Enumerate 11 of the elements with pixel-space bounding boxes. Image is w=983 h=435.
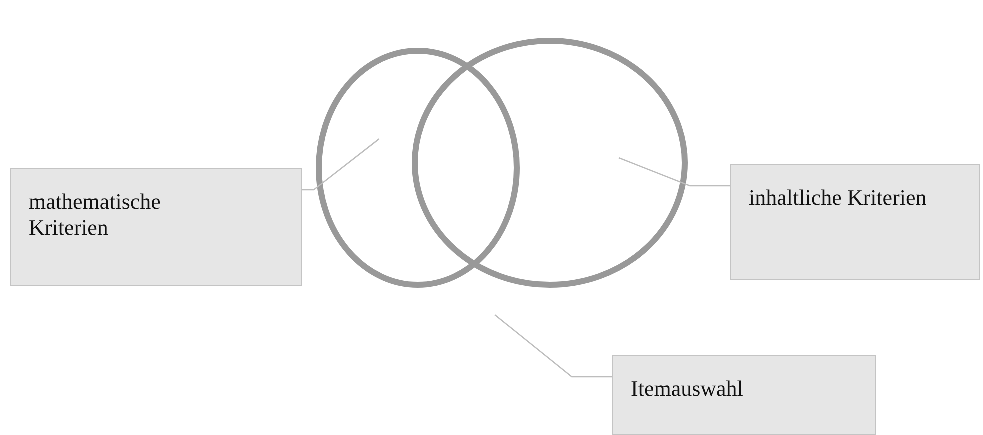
label-box <box>730 164 980 280</box>
leader-line <box>494 314 612 378</box>
label-text: inhaltliche Kriterien <box>749 185 928 212</box>
leader-line <box>618 157 730 187</box>
leader-line <box>302 138 380 191</box>
circle-outline <box>412 38 688 288</box>
label-box <box>10 168 302 286</box>
label-text: Itemauswahl <box>631 376 744 402</box>
circle-outline <box>316 48 520 288</box>
label-box <box>612 355 876 435</box>
label-text: mathematische Kriterien <box>29 189 162 242</box>
